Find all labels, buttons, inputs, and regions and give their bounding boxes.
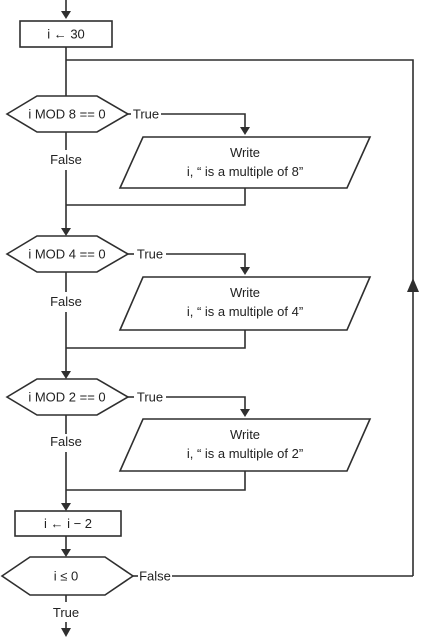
decision-exit-false-label: False <box>139 569 171 584</box>
merge-mod8 <box>66 188 246 206</box>
arrowhead-to-decision-mod2 <box>61 371 71 379</box>
true-branch-mod2 <box>166 396 246 410</box>
arrowhead-to-exit <box>61 549 71 557</box>
arrowhead-to-decrement <box>61 503 71 511</box>
loop-back-connector <box>66 59 414 576</box>
process-decrement-box <box>14 510 122 537</box>
decision-mod2-false-label: False <box>50 434 82 449</box>
decision-mod2-true-label: True <box>137 390 163 405</box>
entry-arrowhead <box>61 11 71 19</box>
decision-mod8-false-label: False <box>50 152 82 167</box>
decision-mod2-label: i MOD 2 == 0 <box>28 390 105 405</box>
loop-back-arrowhead <box>407 278 419 292</box>
decision-mod4-false-label: False <box>50 294 82 309</box>
decision-mod4-true-label: True <box>137 247 163 262</box>
arrowhead-to-decision-mod4 <box>61 228 71 236</box>
output-mod2-line2: i, “ is a multiple of 2” <box>187 446 303 461</box>
process-decrement-label: i ← i − 2 <box>44 516 92 531</box>
merge-mod2 <box>66 471 246 491</box>
output-mod2-line1: Write <box>230 427 260 442</box>
output-mod4-line1: Write <box>230 285 260 300</box>
decision-exit-true-label: True <box>53 605 79 620</box>
true-arrowhead-mod4 <box>240 267 250 275</box>
output-mod8-line1: Write <box>230 145 260 160</box>
decision-mod8-true-label: True <box>133 107 159 122</box>
output-mod2 <box>118 418 372 472</box>
merge-mod4 <box>66 330 246 349</box>
decision-exit-label: i ≤ 0 <box>54 569 78 584</box>
output-mod4 <box>118 276 372 331</box>
decision-mod8-label: i MOD 8 == 0 <box>28 107 105 122</box>
true-arrowhead-mod8 <box>240 127 250 135</box>
output-mod8 <box>118 136 372 189</box>
output-mod4-line2: i, “ is a multiple of 4” <box>187 304 303 319</box>
exit-arrowhead <box>61 628 71 637</box>
true-branch-mod8 <box>161 113 246 128</box>
true-arrowhead-mod2 <box>240 409 250 417</box>
decision-mod4-label: i MOD 4 == 0 <box>28 247 105 262</box>
process-init-label: i ← 30 <box>47 27 85 42</box>
output-mod8-line2: i, “ is a multiple of 8” <box>187 164 303 179</box>
true-branch-mod4 <box>166 253 246 268</box>
